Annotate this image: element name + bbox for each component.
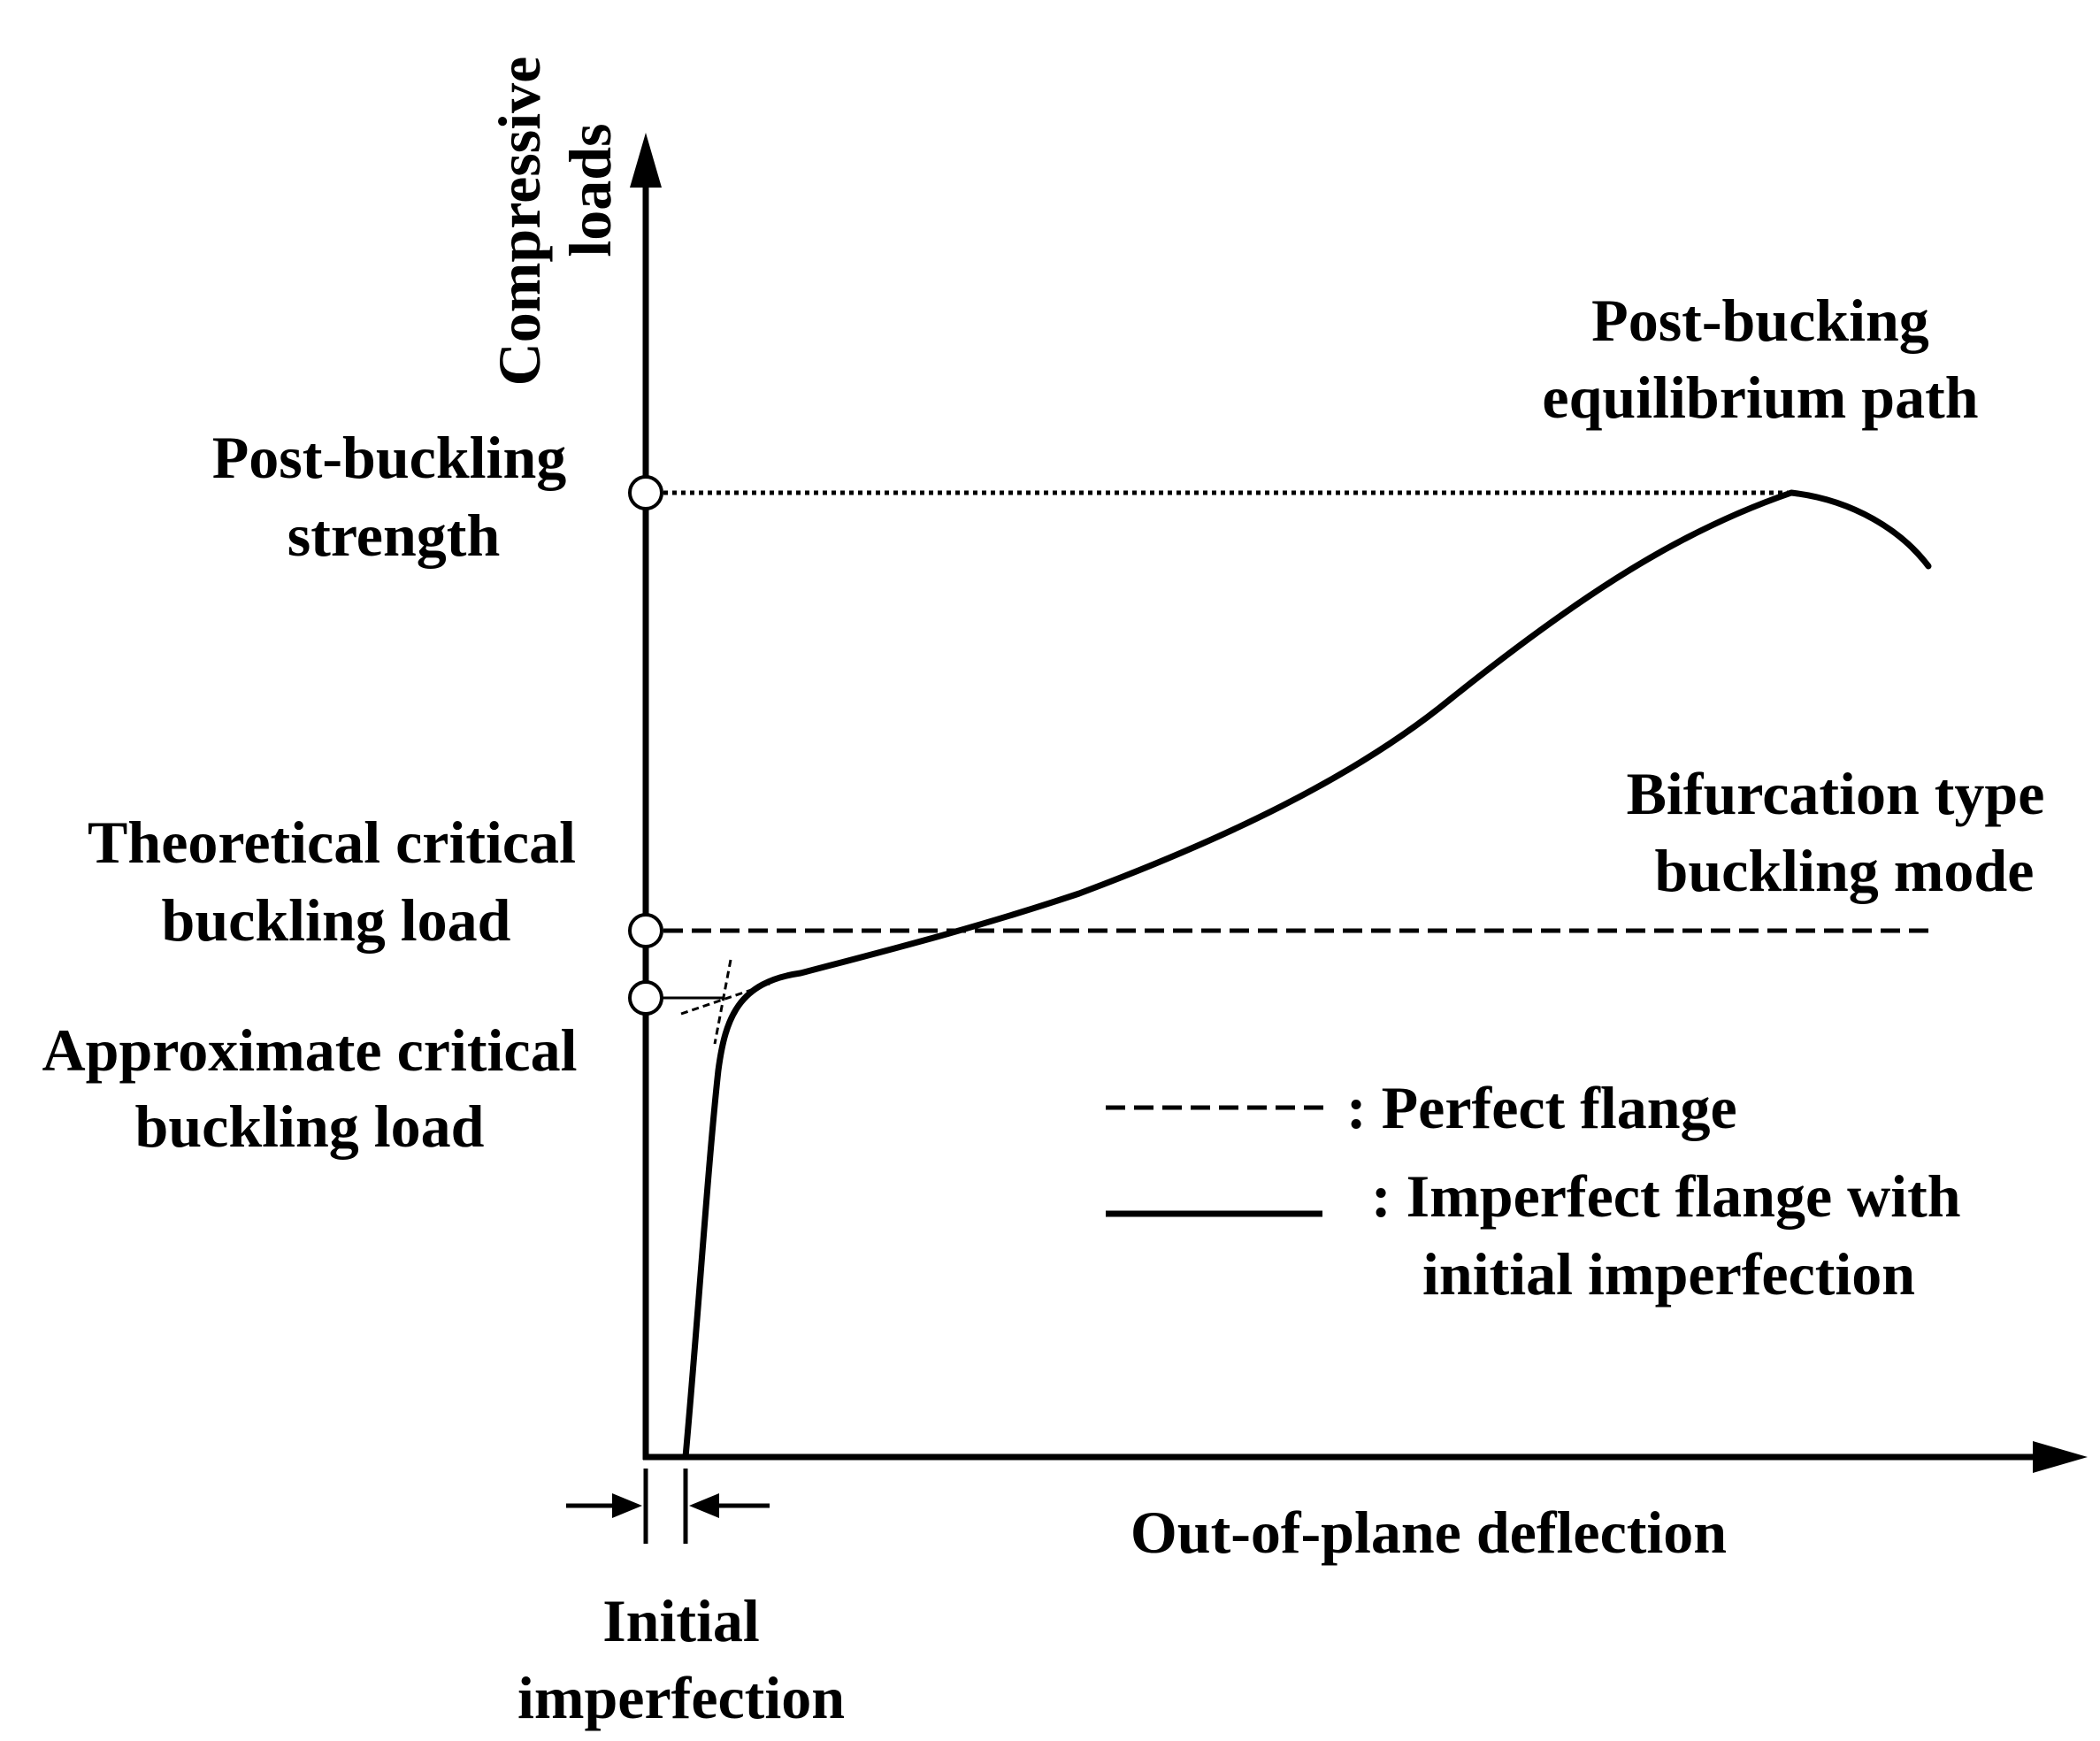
y-axis-arrowhead [630,133,662,188]
y-axis-label-line1: Compressive [486,57,553,387]
post-buckling-strength-marker [628,475,663,510]
x-axis-arrowhead [2033,1441,2088,1473]
theoretical-critical-marker [628,913,663,948]
right-pointing-arrow-icon [612,1493,642,1518]
tangent-construction-line-2 [713,959,732,1045]
x-axis-label: Out-of-plane deflection [1130,1499,1727,1566]
post-buckling-strength-label-line2: strength [287,502,501,569]
x-axis [643,1441,2088,1473]
post-buckling-path-label-line2: equilibrium path [1542,364,1978,431]
post-buckling-path-label-line1: Post-bucking [1591,287,1929,354]
theoretical-critical-label-line1: Theoretical critical [88,809,576,876]
post-buckling-strength-label-line1: Post-buckling [212,424,567,491]
left-pointing-arrow-icon [689,1493,719,1518]
initial-imperfection-label-line1: Initial [602,1587,760,1654]
theoretical-critical-label-line2: buckling load [162,886,511,954]
legend: : Perfect flange : Imperfect flange with… [1106,1074,1961,1308]
legend-imperfect-label-line1: : Imperfect flange with [1371,1162,1961,1230]
approximate-critical-label-line2: buckling load [135,1093,485,1160]
approximate-critical-label-line1: Approximate critical [42,1016,578,1084]
initial-imperfection-dimension [566,1469,770,1544]
bifurcation-label-line1: Bifurcation type [1627,760,2045,827]
legend-imperfect-label-line2: initial imperfection [1422,1240,1915,1308]
legend-perfect-label: : Perfect flange [1346,1074,1737,1141]
y-axis-label-line2: loads [556,123,624,257]
initial-imperfection-label-line2: imperfection [517,1664,845,1731]
y-axis [630,133,662,1460]
bifurcation-label-line2: buckling mode [1655,837,2035,904]
tangent-construction-line-1 [680,982,770,1016]
approximate-critical-marker [628,980,663,1016]
imperfect-flange-curve [682,489,1932,1461]
